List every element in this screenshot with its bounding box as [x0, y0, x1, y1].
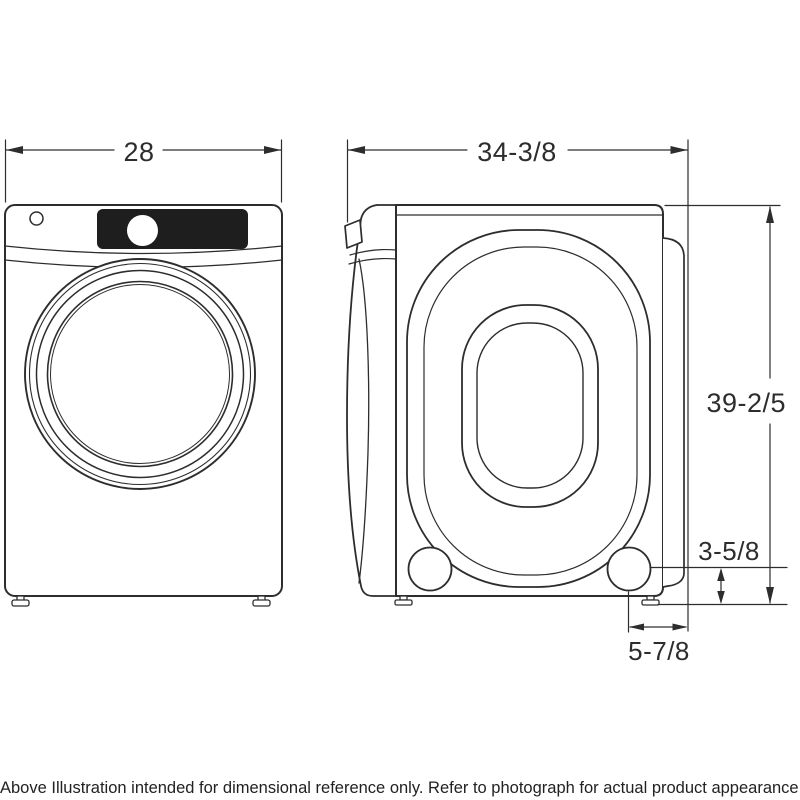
side-handle-tab [344, 219, 363, 249]
side-seam-line [349, 248, 397, 256]
label-side-depth: 34-3/8 [477, 137, 557, 167]
arrowhead-left [348, 146, 365, 154]
dimension-side-height [664, 204, 781, 604]
arrowhead-right [670, 146, 688, 154]
door-window-outer [46, 280, 234, 468]
side-rear-leg-mount [606, 546, 652, 592]
control-panel [97, 209, 248, 249]
side-oval-window-outer [461, 304, 599, 508]
arrowhead-up [766, 206, 774, 223]
side-oval-outer [406, 229, 651, 588]
side-seam-line [348, 257, 397, 265]
label-foot-setback: 5-7/8 [628, 636, 690, 666]
side-rear-bumper [662, 237, 685, 588]
side-oval-second [423, 246, 638, 576]
label-side-height: 39-2/5 [706, 388, 786, 418]
side-cabinet [395, 204, 664, 597]
front-seam-line [4, 245, 283, 255]
door-trim-ring [35, 269, 245, 479]
door-rim-outer [24, 258, 256, 490]
dimension-foot-height [649, 566, 788, 606]
front-left-foot [11, 595, 30, 607]
side-door-bulge-line [358, 258, 370, 584]
side-front-profile [346, 204, 397, 597]
side-front-foot [394, 595, 413, 606]
dimension-front-width [4, 139, 283, 203]
control-knob [127, 215, 158, 246]
label-front-width: 28 [123, 137, 154, 167]
arrowhead-down [717, 591, 725, 604]
arrowhead-left [6, 146, 23, 154]
arrowhead-left [629, 623, 644, 631]
side-front-leg-mount [407, 546, 453, 592]
dimension-foot-setback [627, 591, 688, 633]
door-window-inner [50, 284, 230, 464]
arrowhead-up [717, 568, 725, 581]
arrowhead-right [264, 146, 281, 154]
dimension-side-depth [346, 139, 689, 632]
side-rear-foot [641, 595, 660, 606]
door-rim-inner [28, 262, 252, 486]
dimension-labels: 28 34-3/8 39-2/5 3-5/8 5-7/8 [123, 137, 786, 666]
front-right-foot [252, 595, 271, 607]
dimensions [4, 139, 788, 633]
side-oval-window-inner [476, 322, 584, 489]
arrowhead-right [672, 623, 688, 631]
side-view [344, 204, 685, 606]
arrowhead-down [766, 587, 774, 604]
line-art-root: 28 34-3/8 39-2/5 3-5/8 5-7/8 [4, 137, 788, 666]
brand-logo [29, 211, 44, 226]
disclaimer-note: Above Illustration intended for dimensio… [0, 779, 800, 797]
label-foot-height: 3-5/8 [698, 536, 760, 566]
front-view [4, 204, 283, 607]
